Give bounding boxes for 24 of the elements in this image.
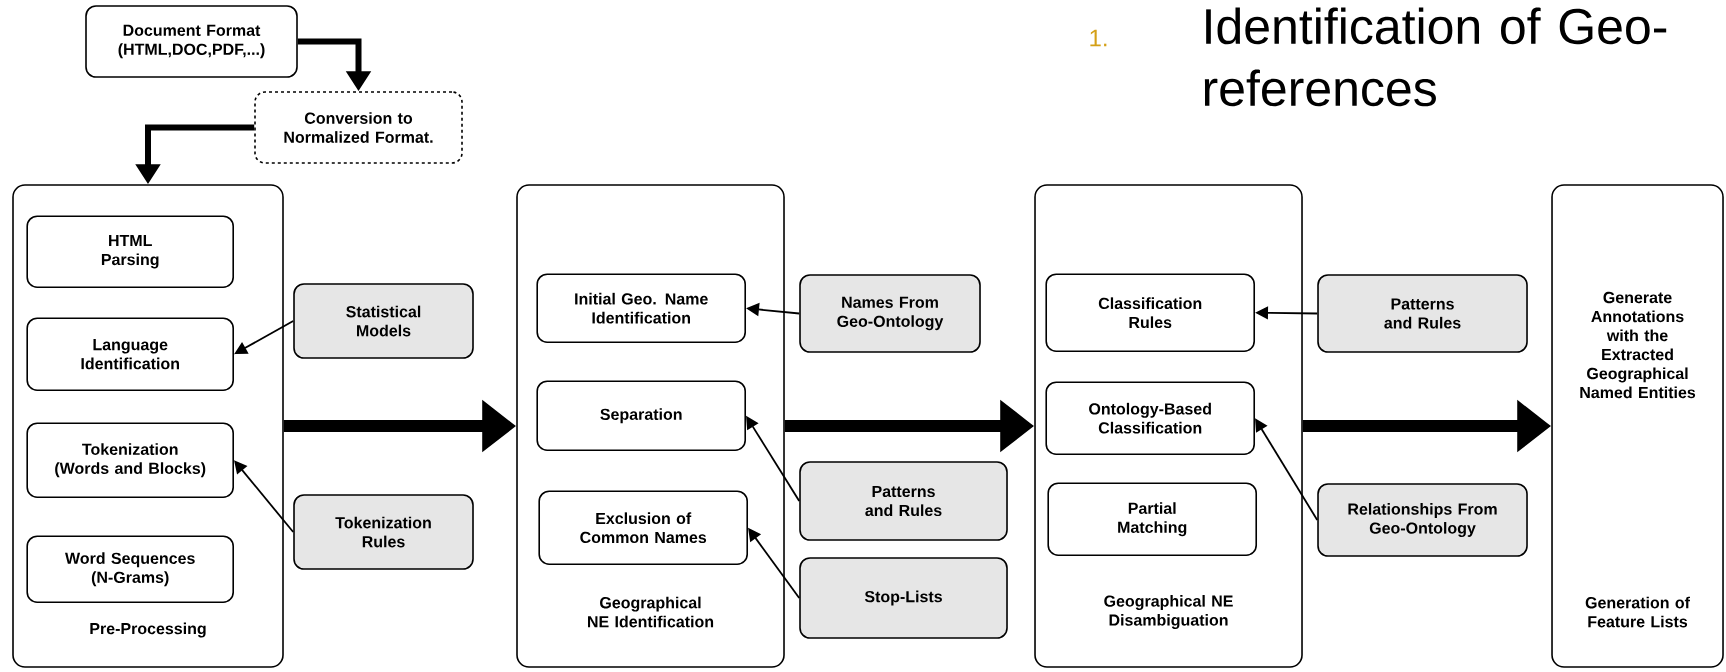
process-box: Separation [536, 380, 746, 451]
process-box: Classification Rules [1045, 273, 1255, 352]
process-box: Language Identification [26, 317, 234, 391]
arrow [234, 460, 295, 533]
resource-box: Patterns and Rules [799, 461, 1008, 541]
resource-box: Statistical Models [293, 283, 474, 359]
stage-panel: Generate Annotations with the Extracted Geographical Named Entities Generation of Feature Lists [1551, 184, 1724, 668]
resource-box: Patterns and Rules [1317, 274, 1528, 353]
process-box: HTML Parsing [26, 215, 234, 288]
process-box: Exclusion of Common Names [538, 490, 748, 565]
process-box: Word Sequences (N-Grams) [26, 535, 234, 603]
resource-box: Stop-Lists [799, 557, 1008, 639]
resource-box: Names From Geo-Ontology [799, 274, 981, 353]
list-number: 1. [1090, 29, 1107, 47]
arrow [234, 320, 295, 355]
process-box: Initial Geo. Name Identification [536, 273, 746, 343]
resource-box: Tokenization Rules [293, 494, 474, 570]
resource-box: Relationships From Geo-Ontology [1317, 483, 1528, 557]
process-box: Partial Matching [1047, 482, 1257, 556]
process-box: Conversion to Normalized Format. [254, 91, 463, 164]
process-box: Ontology-Based Classification [1045, 381, 1255, 455]
process-box: Document Format (HTML,DOC,PDF,...) [85, 5, 298, 78]
process-box: Tokenization (Words and Blocks) [26, 422, 234, 498]
title: Identification of Geo-references [1204, 7, 1667, 107]
